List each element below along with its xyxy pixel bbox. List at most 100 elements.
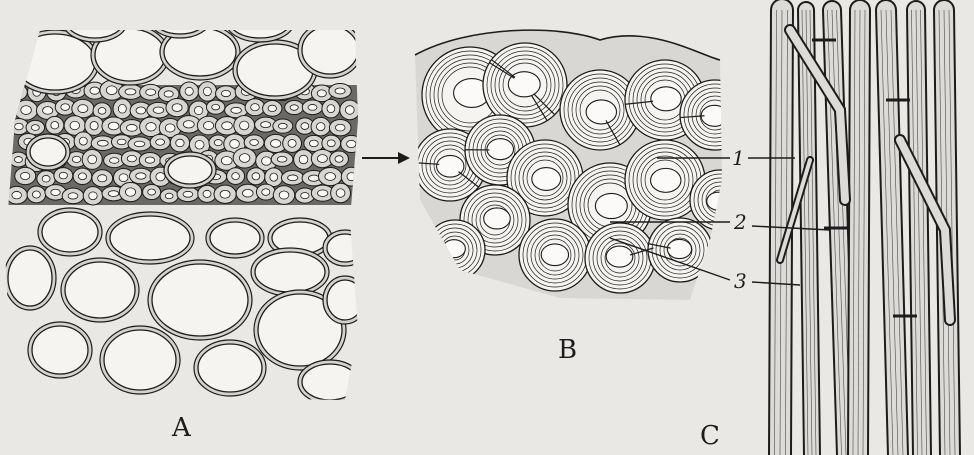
small-cell-lumen <box>183 191 193 197</box>
small-cell-lumen <box>194 106 202 114</box>
small-cell-lumen <box>176 139 184 147</box>
small-cell-lumen <box>127 155 136 162</box>
small-cell-lumen <box>345 106 354 115</box>
small-cell-lumen <box>301 193 309 199</box>
small-cell-lumen <box>146 123 156 132</box>
parenchyma-cell <box>152 264 248 336</box>
small-cell-lumen <box>221 90 230 96</box>
small-cell-lumen <box>165 124 175 132</box>
panel-c-label: C <box>700 421 720 451</box>
fiber-cell-lumen <box>707 192 730 210</box>
small-cell-lumen <box>79 137 87 145</box>
parenchyma-cell <box>32 326 88 374</box>
small-cell-lumen <box>347 173 356 181</box>
small-cell-lumen <box>336 189 345 198</box>
small-cell-lumen <box>317 155 327 163</box>
small-cell-lumen <box>231 107 241 113</box>
fiber-strands <box>775 10 956 455</box>
small-cell-lumen <box>110 158 119 164</box>
small-cell-lumen <box>21 106 32 115</box>
fiber-cell-lumen <box>487 139 514 160</box>
fiber-cell-lumen <box>701 105 728 126</box>
arrow-a-to-b <box>362 152 410 164</box>
small-cell-lumen <box>252 173 260 180</box>
fiber-cell-lumen <box>667 239 691 258</box>
small-cell-lumen <box>317 90 326 97</box>
parenchyma-cell <box>255 252 325 292</box>
small-cell-lumen <box>270 173 278 181</box>
small-cell-lumen <box>43 107 53 115</box>
small-cell-lumen <box>278 123 287 129</box>
small-cell-lumen <box>51 121 59 128</box>
small-cell-lumen <box>268 105 276 111</box>
small-cell-lumen <box>14 89 22 95</box>
parenchyma-cell <box>302 26 358 74</box>
parenchyma-cell <box>302 364 358 400</box>
panel-a-label: A <box>171 413 192 443</box>
panel-b-fiber-cells: B <box>410 30 750 365</box>
small-cell-lumen <box>335 88 345 94</box>
small-cell-lumen <box>90 87 100 94</box>
small-cell-lumen <box>90 121 98 129</box>
small-cell-lumen <box>220 190 230 198</box>
parenchyma-cell <box>327 234 363 262</box>
small-cell-lumen <box>146 89 156 95</box>
small-cell-lumen <box>262 189 270 196</box>
parenchyma-cell <box>104 330 176 390</box>
small-cell-lumen <box>165 193 173 199</box>
small-cell-lumen <box>32 191 40 198</box>
parenchyma-cell <box>230 6 290 38</box>
parenchyma-cell <box>198 344 262 392</box>
parenchyma-cell <box>67 6 123 38</box>
small-cell-lumen <box>136 173 146 179</box>
small-cell-lumen <box>288 175 298 181</box>
small-cell-lumen <box>347 140 356 147</box>
small-cell-lumen <box>327 140 335 147</box>
small-cell-lumen <box>117 139 126 145</box>
small-cell-lumen <box>183 121 194 128</box>
small-cell-lumen <box>125 188 135 196</box>
small-cell-lumen <box>108 122 119 130</box>
fiber-cell-lumen <box>484 208 511 229</box>
small-cell-lumen <box>214 140 222 146</box>
small-cell-lumen <box>325 173 336 181</box>
small-cell-lumen <box>308 104 317 110</box>
small-cell-lumen <box>61 104 70 111</box>
small-cell-lumen <box>97 140 108 146</box>
small-cell-lumen <box>239 154 249 163</box>
small-cell-lumen <box>277 156 287 162</box>
small-cell-lumen <box>164 91 173 97</box>
small-cell-lumen <box>153 107 164 113</box>
fiber-cell-lumen <box>595 193 627 218</box>
small-cell-lumen <box>136 107 146 114</box>
small-cell-lumen <box>290 105 298 111</box>
small-cell-lumen <box>51 189 60 195</box>
small-cell-lumen <box>327 105 335 113</box>
small-cell-lumen <box>127 124 138 131</box>
small-cell-lumen <box>89 192 97 200</box>
parenchyma-cell <box>168 156 212 184</box>
fiber-cell-lumen <box>437 155 464 177</box>
small-cell-lumen <box>12 191 22 198</box>
small-cell-lumen <box>232 173 240 180</box>
fiber-cell-lumen <box>651 168 681 192</box>
parenchyma-cell <box>8 250 52 306</box>
small-cell-lumen <box>195 140 204 149</box>
parenchyma-cell <box>210 222 260 254</box>
small-cell-lumen <box>108 191 118 197</box>
small-cell-lumen <box>309 140 318 147</box>
parenchyma-cell <box>42 212 98 252</box>
small-cell-lumen <box>78 173 86 180</box>
parenchyma-cell <box>154 6 206 34</box>
fiber-cell-lumen <box>532 168 561 191</box>
small-cell-lumen <box>185 87 193 95</box>
small-cell-lumen <box>98 175 107 182</box>
small-cell-lumen <box>15 123 24 130</box>
small-cell-lumen <box>156 173 165 181</box>
small-cell-lumen <box>98 107 106 114</box>
small-cell-lumen <box>88 155 97 164</box>
parenchyma-cell <box>30 138 66 166</box>
small-cell-lumen <box>335 156 343 163</box>
small-cell-lumen <box>134 141 145 147</box>
small-cell-lumen <box>271 140 281 148</box>
